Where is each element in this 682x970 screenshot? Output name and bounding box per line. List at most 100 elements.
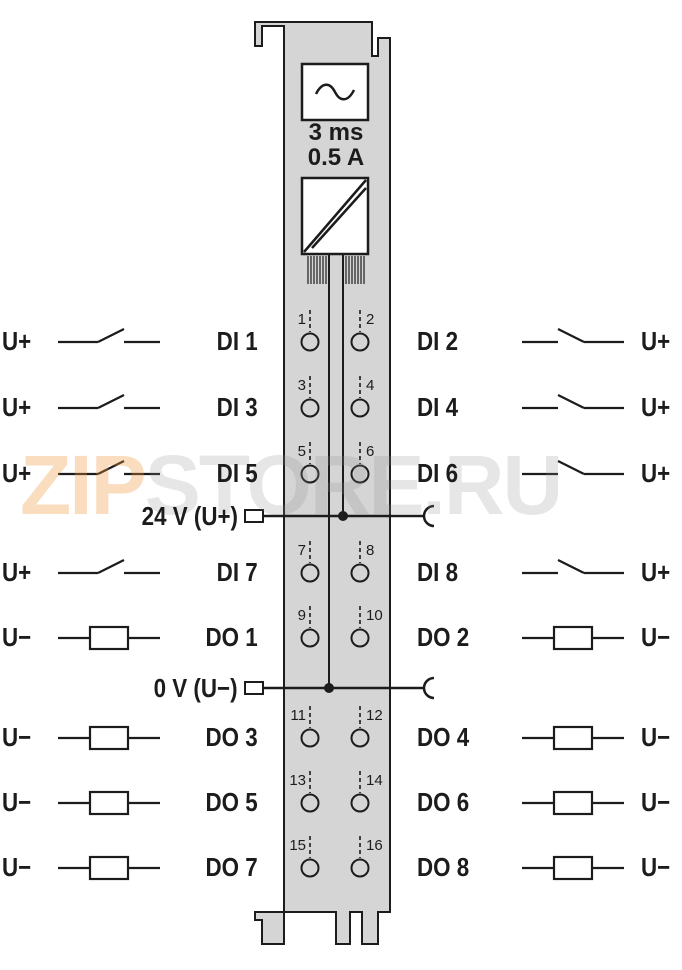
supply-label-left: U−	[2, 852, 32, 882]
switch-icon	[58, 328, 160, 344]
pin-number-left: 11	[290, 707, 306, 724]
load-icon	[58, 725, 160, 751]
supply-label-right: U+	[641, 458, 671, 488]
supply-label-left: U−	[2, 787, 32, 817]
terminal-row-graphics	[58, 310, 624, 352]
response-time-label: 3 ms	[308, 119, 364, 146]
load-icon	[522, 625, 624, 651]
supply-label-right: U+	[641, 326, 671, 356]
terminal-right-icon	[350, 376, 370, 418]
supply-label-right: U+	[641, 392, 671, 422]
terminal-right-icon	[350, 606, 370, 648]
pin-number-right: 16	[366, 837, 383, 854]
terminal-row-graphics	[58, 442, 624, 484]
switch-icon	[522, 328, 624, 344]
terminal-left-icon	[300, 442, 320, 484]
terminal-row-graphics	[58, 706, 624, 751]
pin-number-right: 6	[366, 443, 375, 460]
terminal-left-icon	[300, 771, 320, 813]
supply-label-right: U−	[641, 852, 671, 882]
switch-icon	[522, 460, 624, 476]
load-icon	[58, 855, 160, 881]
channel-label-right: DI 8	[417, 557, 459, 587]
channel-label-right: DI 4	[417, 392, 459, 422]
pin-number-right: 4	[366, 377, 375, 394]
dc-converter-icon	[300, 176, 370, 256]
channel-label-left: DI 7	[216, 557, 258, 587]
channel-label-right: DO 2	[417, 622, 470, 652]
current-rating-label: 0.5 A	[307, 144, 365, 171]
channel-label-right: DI 6	[417, 458, 459, 488]
pin-number-left: 5	[297, 443, 306, 460]
supply-label-left: U−	[2, 722, 32, 752]
channel-label-left: DI 3	[216, 392, 258, 422]
channel-label-left: DO 3	[205, 722, 258, 752]
terminal-right-icon	[350, 706, 370, 748]
terminal-right-icon	[350, 541, 370, 583]
pin-number-right: 8	[366, 542, 375, 559]
rail-0v	[244, 676, 435, 700]
terminal-left-icon	[300, 376, 320, 418]
channel-label-left: DO 7	[205, 852, 258, 882]
supply-label-right: U−	[641, 722, 671, 752]
pin-number-right: 2	[366, 311, 375, 328]
supply-label-left: U+	[2, 458, 32, 488]
pin-number-left: 1	[297, 311, 306, 328]
pin-number-left: 13	[289, 772, 306, 789]
load-icon	[522, 725, 624, 751]
terminal-right-icon	[350, 771, 370, 813]
pin-number-right: 14	[366, 772, 383, 789]
switch-icon	[522, 559, 624, 575]
channel-label-left: DI 1	[216, 326, 258, 356]
load-icon	[522, 855, 624, 881]
terminal-left-icon	[300, 310, 320, 352]
supply-label-right: U+	[641, 557, 671, 587]
pin-number-left: 3	[297, 377, 306, 394]
channel-label-right: DO 4	[417, 722, 470, 752]
watermark: ZIPSTORE.RU	[20, 438, 564, 532]
terminal-row-graphics	[58, 836, 624, 881]
channel-label-right: DI 2	[417, 326, 459, 356]
watermark-part1: ZIP	[20, 438, 147, 532]
rail-24v	[244, 504, 435, 528]
terminal-left-icon	[300, 606, 320, 648]
rail-24v-label: 24 V (U+)	[141, 501, 238, 531]
switch-icon	[522, 394, 624, 410]
channel-label-left: DI 5	[216, 458, 258, 488]
supply-label-left: U−	[2, 622, 32, 652]
rail-0v-label: 0 V (U−)	[154, 673, 238, 703]
terminal-right-icon	[350, 836, 370, 878]
switch-icon	[58, 394, 160, 410]
pin-number-left: 9	[297, 607, 306, 624]
pin-number-left: 7	[297, 542, 306, 559]
terminal-right-icon	[350, 442, 370, 484]
pin-number-right: 10	[366, 607, 383, 624]
supply-label-right: U−	[641, 787, 671, 817]
terminal-right-icon	[350, 310, 370, 352]
load-icon	[522, 790, 624, 816]
ac-filter-icon	[300, 62, 370, 122]
load-icon	[58, 625, 160, 651]
channel-label-right: DO 8	[417, 852, 470, 882]
terminal-left-icon	[300, 836, 320, 878]
pin-number-left: 15	[289, 837, 306, 854]
pin-number-right: 12	[366, 707, 383, 724]
terminal-left-icon	[300, 541, 320, 583]
terminal-left-icon	[300, 706, 320, 748]
converter-output-leads	[307, 256, 365, 284]
terminal-row-graphics	[58, 541, 624, 583]
watermark-part2: STORE.RU	[144, 438, 564, 532]
load-icon	[58, 790, 160, 816]
switch-icon	[58, 460, 160, 476]
terminal-row-graphics	[58, 771, 624, 816]
supply-label-left: U+	[2, 557, 32, 587]
channel-label-right: DO 6	[417, 787, 470, 817]
channel-label-left: DO 5	[205, 787, 258, 817]
supply-label-left: U+	[2, 392, 32, 422]
supply-label-right: U−	[641, 622, 671, 652]
channel-label-left: DO 1	[205, 622, 258, 652]
terminal-row-graphics	[58, 606, 624, 651]
terminal-row-graphics	[58, 376, 624, 418]
switch-icon	[58, 559, 160, 575]
